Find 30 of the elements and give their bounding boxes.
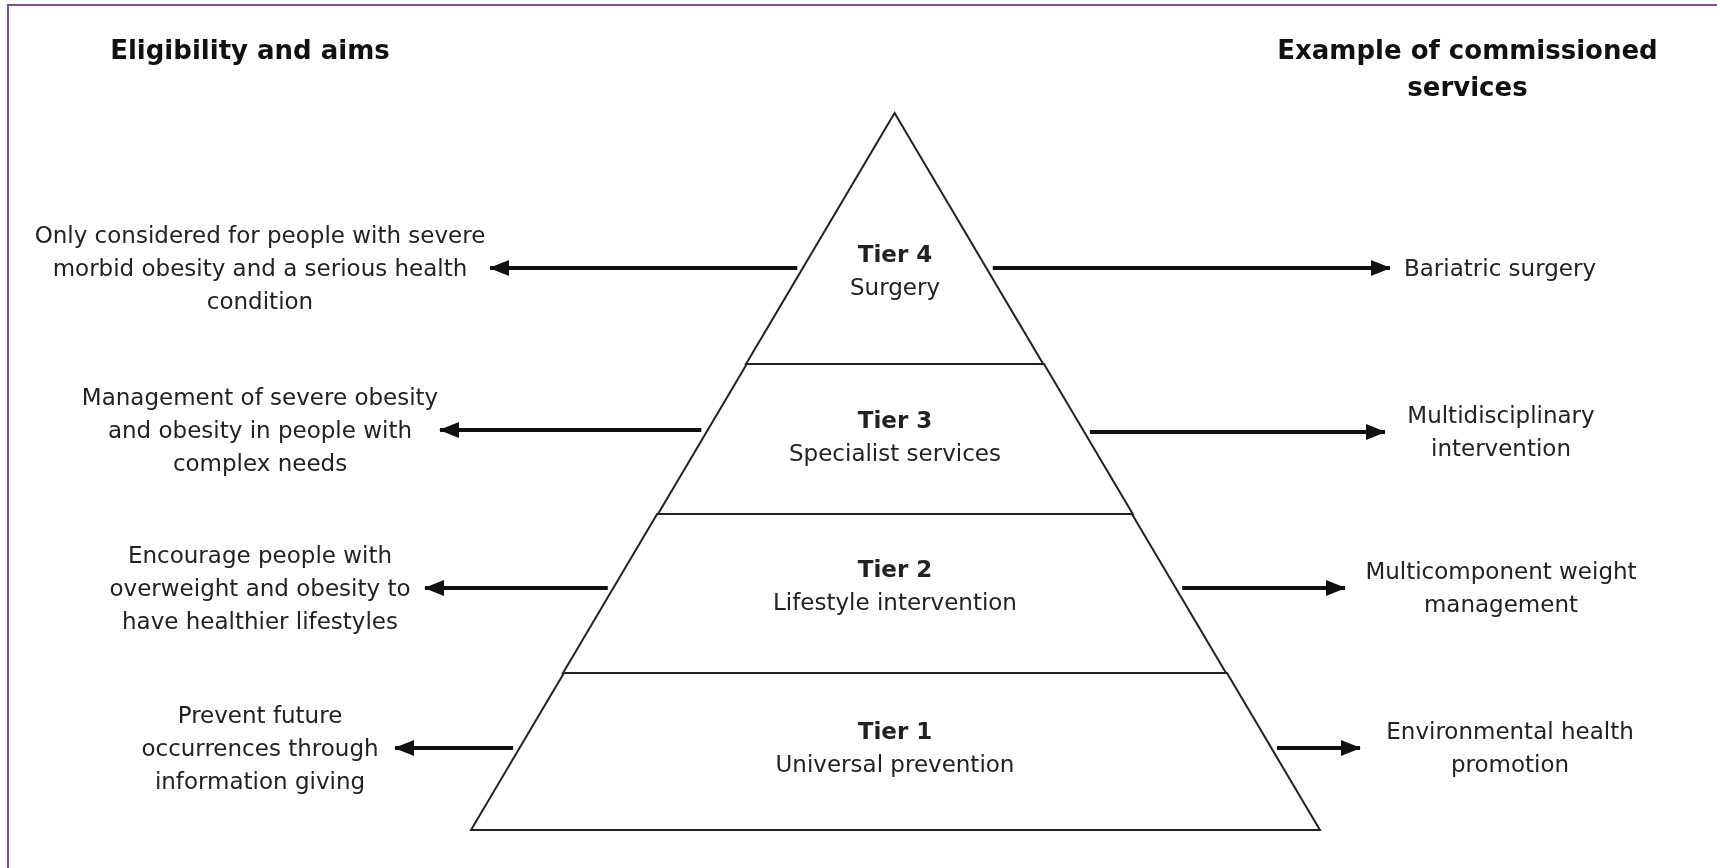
description-text: Encourage people with overweight and obesity to have healthier lifestyles xyxy=(108,540,412,636)
tier-name: Surgery xyxy=(849,273,940,302)
arrow xyxy=(439,422,702,438)
tier-name: Universal prevention xyxy=(775,750,1015,779)
description-text: Environmental health promotion xyxy=(1385,717,1635,779)
arrow xyxy=(489,260,798,276)
arrow xyxy=(1089,424,1386,440)
description-text: Only considered for people with severe morbid obesity and a serious health condition xyxy=(33,220,487,316)
arrow xyxy=(424,580,608,596)
pyramid-tier xyxy=(657,364,1133,514)
description-text: Multidisciplinary intervention xyxy=(1406,401,1596,463)
tier-name: Specialist services xyxy=(789,439,1001,468)
description-text: Bariatric surgery xyxy=(1403,253,1597,283)
tier-name: Lifestyle intervention xyxy=(773,588,1017,617)
arrow xyxy=(394,740,514,756)
tier-title: Tier 1 xyxy=(857,717,933,746)
description-text: Management of severe obesity and obesity in people with complex needs xyxy=(80,382,440,478)
arrow xyxy=(992,260,1391,276)
column-heading: Example of commissioned services xyxy=(1276,34,1659,104)
description-text: Prevent future occurrences through information giving xyxy=(140,700,380,796)
description-text: Multicomponent weight management xyxy=(1364,557,1638,619)
pyramid-tier xyxy=(746,113,1044,364)
pyramid-tier xyxy=(563,514,1227,673)
arrow xyxy=(1182,580,1346,596)
pyramid-tier xyxy=(470,673,1320,830)
arrow xyxy=(1276,740,1361,756)
column-heading: Eligibility and aims xyxy=(109,34,391,67)
tier-title: Tier 2 xyxy=(857,555,933,584)
tier-title: Tier 4 xyxy=(857,240,933,269)
tier-title: Tier 3 xyxy=(857,406,933,435)
